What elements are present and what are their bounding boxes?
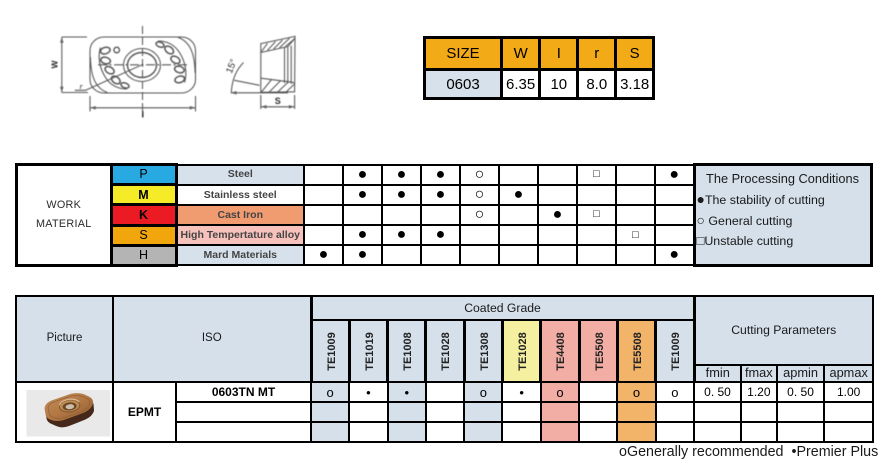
svg-text:r: r	[80, 81, 84, 91]
svg-text:W: W	[50, 60, 60, 69]
svg-text:S: S	[275, 96, 281, 106]
svg-text:15°: 15°	[224, 57, 240, 75]
svg-text:I: I	[141, 110, 144, 121]
